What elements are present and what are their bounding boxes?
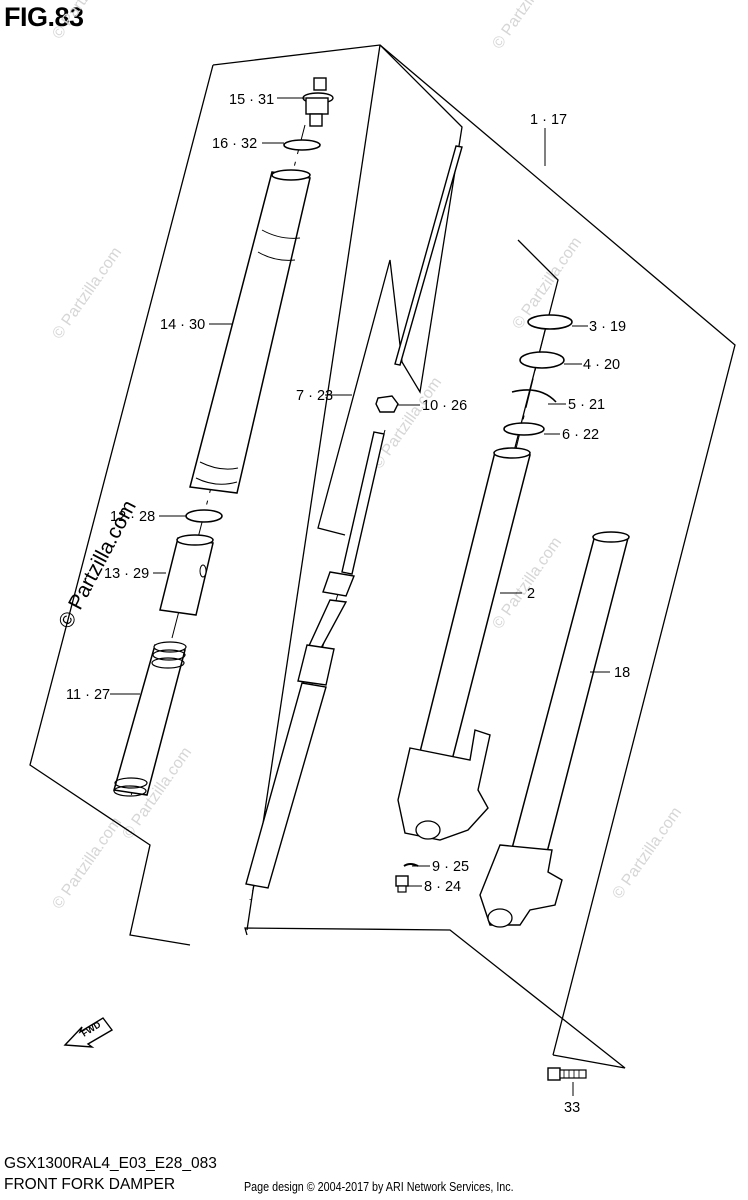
callout-label[interactable]: 33 [564, 1100, 580, 1116]
callout-labels: 15 · 31 16 · 32 1 · 17 14 · 30 3 · 19 4 … [66, 92, 630, 1116]
callout-label[interactable]: 12 · 28 [110, 509, 155, 525]
watermark: © Partzilla.com [49, 244, 125, 342]
part-gasket[interactable] [403, 863, 419, 867]
part-ring[interactable] [185, 509, 223, 523]
part-dust-seal[interactable] [527, 314, 573, 330]
model-code: GSX1300RAL4_E03_E28_083 [4, 1155, 217, 1172]
part-adjuster-bolt[interactable] [302, 77, 334, 127]
figure-title: FIG.83 [4, 2, 84, 32]
watermark: © Partzilla.com [489, 0, 565, 52]
part-outer-tube[interactable] [189, 169, 311, 494]
callout-label[interactable]: 2 [527, 586, 535, 602]
callout-label[interactable]: 9 · 25 [432, 859, 469, 875]
part-spacer[interactable] [159, 534, 214, 616]
callout-label[interactable]: 5 · 21 [568, 397, 605, 413]
part-stopper-ring[interactable] [511, 389, 557, 403]
forward-arrow-icon: FWD [63, 1017, 114, 1048]
callout-label[interactable]: 6 · 22 [562, 427, 599, 443]
watermark: © Partzilla.com [609, 804, 685, 902]
assembly-frame-outer [212, 44, 736, 1056]
watermark: © Partzilla.com [49, 0, 125, 42]
callout-label[interactable]: 16 · 32 [212, 136, 257, 152]
diagram-name: FRONT FORK DAMPER [4, 1176, 176, 1193]
part-bottom-bolt[interactable] [395, 875, 409, 893]
assembly-frame-inner [317, 44, 463, 536]
callout-label[interactable]: 18 [614, 665, 630, 681]
assembly-frame-inner [246, 44, 381, 931]
callout-label[interactable]: 11 · 27 [66, 687, 110, 703]
callout-label[interactable]: 4 · 20 [583, 357, 620, 373]
part-oil-seal[interactable] [519, 351, 565, 369]
part-nut[interactable] [375, 395, 399, 413]
part-clamp-bolt[interactable] [547, 1067, 587, 1081]
callout-label[interactable]: 15 · 31 [229, 92, 274, 108]
part-damper-rod[interactable] [245, 145, 463, 889]
assembly-frame-outer [244, 927, 626, 1069]
copyright-notice: Page design © 2004-2017 by ARI Network S… [244, 1180, 514, 1194]
watermark: © Partzilla.com [369, 374, 445, 472]
part-o-ring[interactable] [283, 139, 321, 151]
callout-label[interactable]: 13 · 29 [104, 566, 149, 582]
callout-label[interactable]: 10 · 26 [422, 398, 467, 414]
callout-label[interactable]: 8 · 24 [424, 879, 461, 895]
part-spring[interactable] [113, 641, 187, 797]
part-inner-tube-right[interactable] [479, 531, 630, 928]
leader-lines [110, 97, 610, 1096]
part-inner-tube-left[interactable] [397, 447, 531, 841]
part-guide-bushing[interactable] [503, 422, 545, 436]
callout-label[interactable]: 7 · 23 [296, 388, 333, 404]
assembly-frame-outer [29, 64, 214, 946]
callout-label[interactable]: 3 · 19 [589, 319, 626, 335]
callout-label[interactable]: 14 · 30 [160, 317, 205, 333]
watermark: © Partzilla.com [49, 814, 125, 912]
callout-label[interactable]: 1 · 17 [530, 112, 567, 128]
